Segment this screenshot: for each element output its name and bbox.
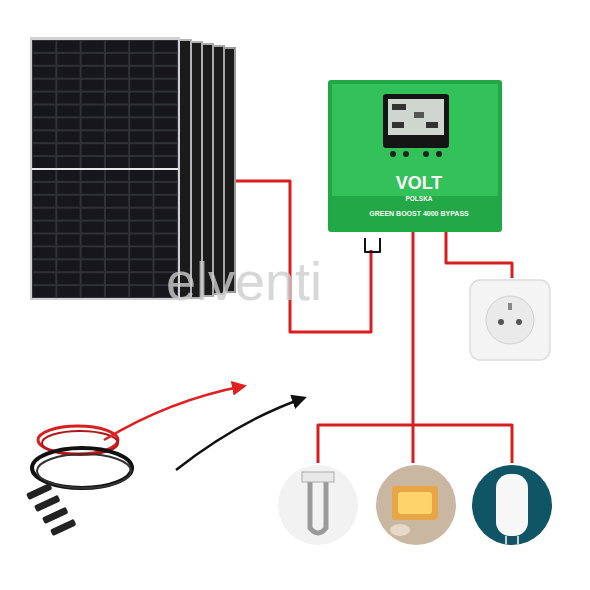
mc4-connectors-part (26, 483, 53, 500)
inverter-device-part (392, 104, 406, 110)
cable-coils-part (32, 448, 132, 488)
cable-arrows (104, 386, 304, 470)
solar-panels-part (32, 168, 178, 170)
cable-coils-part (37, 454, 131, 488)
heater-icon-part (376, 465, 456, 545)
boiler-icon-part (496, 474, 528, 536)
inverter-device (328, 80, 502, 232)
mc4-connectors-part (34, 495, 61, 512)
boiler-icon-part (472, 465, 552, 545)
cable-arrows-part (176, 398, 304, 470)
inverter-device-part (328, 80, 502, 232)
solar-panels-part (32, 40, 178, 298)
solar-panels-part (30, 37, 180, 300)
heating-element-icon-part (278, 465, 358, 545)
brand-logo: VOLT (330, 174, 508, 194)
model-name: GREEN BOOST 4000 BYPASS (330, 210, 508, 218)
inverter-device-part (388, 99, 444, 135)
heating-element-icon-part (302, 472, 334, 482)
wires-part (412, 232, 415, 463)
inverter-device-part (414, 112, 424, 118)
heater-icon-part (398, 492, 432, 514)
socket-icon-part (498, 319, 504, 325)
mc4-connectors (26, 483, 77, 536)
socket-icon (470, 280, 550, 360)
inverter-device-part (423, 151, 429, 157)
inverter-device-part (390, 151, 396, 157)
boiler-icon (472, 465, 552, 545)
cable-arrows-part (104, 386, 244, 440)
socket-icon-part (516, 319, 522, 325)
heating-element-icon-part (310, 482, 326, 533)
brand-subtitle: POLSKA (330, 195, 508, 202)
boiler-icon-part (505, 536, 507, 544)
cable-coils (32, 426, 132, 488)
wires-part (318, 425, 512, 463)
heater-icon (376, 465, 456, 545)
inverter-device-part (436, 151, 442, 157)
inverter-device-part (392, 122, 404, 128)
wires-part (446, 232, 512, 278)
watermark: elventi (166, 250, 322, 312)
heater-icon-part (392, 486, 438, 520)
heating-element-icon (278, 465, 358, 545)
socket-icon-part (470, 280, 550, 360)
mc4-connectors-part (50, 519, 77, 536)
inverter-device-part (332, 84, 498, 228)
boiler-icon-part (517, 536, 519, 544)
heater-icon-part (390, 524, 410, 536)
inverter-box: VOLTPOLSKA GREEN BOOST 4000 BYPASS (330, 82, 508, 230)
inverter-device-part (403, 151, 409, 157)
inverter-device-part (426, 122, 438, 128)
socket-icon-part (486, 296, 534, 344)
inverter-device-part (383, 94, 449, 148)
wires-part (365, 238, 380, 252)
mc4-connectors-part (42, 507, 69, 524)
socket-icon-part (508, 303, 512, 310)
